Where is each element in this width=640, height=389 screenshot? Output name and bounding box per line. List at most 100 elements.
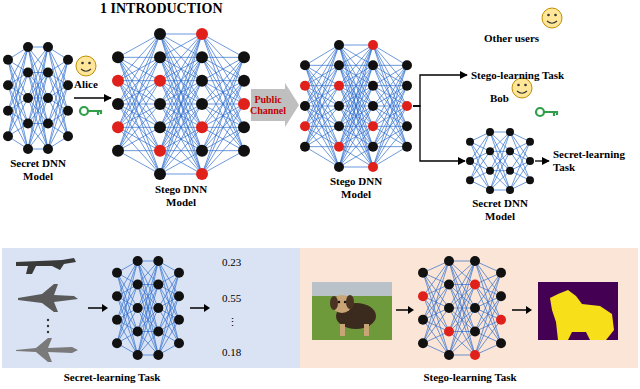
network-link xyxy=(118,34,160,81)
network-neuron xyxy=(133,350,143,360)
network-link xyxy=(305,126,339,146)
network-link xyxy=(305,45,339,147)
network-neuron xyxy=(154,51,166,63)
network-neuron xyxy=(112,315,122,325)
network-link xyxy=(449,261,475,285)
network-link xyxy=(160,81,202,174)
network-neuron xyxy=(112,51,124,63)
network-link xyxy=(202,34,244,151)
network-icon xyxy=(466,128,534,194)
network-link xyxy=(160,34,202,35)
network-neuron xyxy=(153,350,163,360)
network-link xyxy=(305,86,339,147)
network-link xyxy=(202,57,244,104)
network-link xyxy=(305,147,339,167)
network-neuron xyxy=(334,142,344,152)
connector xyxy=(413,106,465,161)
network-link xyxy=(339,45,373,126)
network-neuron xyxy=(174,268,184,278)
network-neuron xyxy=(238,98,250,110)
network-neuron xyxy=(153,280,163,290)
network-link xyxy=(160,34,202,151)
network-link xyxy=(339,45,373,147)
plane-image xyxy=(16,338,78,362)
network-neuron xyxy=(506,147,514,155)
key-icon xyxy=(80,107,102,115)
network-link xyxy=(160,34,202,127)
network-link xyxy=(118,57,160,174)
network-link xyxy=(510,161,530,190)
panel-illustration xyxy=(2,248,300,368)
network-neuron xyxy=(368,40,378,50)
task-panel: Secret-learning Task xyxy=(2,248,300,384)
network-link xyxy=(449,285,475,356)
key-icon xyxy=(536,108,558,116)
network-neuron xyxy=(3,80,13,90)
network-neuron xyxy=(526,176,534,184)
network-link xyxy=(339,86,373,167)
network-neuron xyxy=(112,291,122,301)
network-neuron xyxy=(402,81,412,91)
network-link xyxy=(118,127,160,150)
network-neuron xyxy=(418,315,428,325)
network-neuron xyxy=(444,256,454,266)
network-link xyxy=(305,86,339,167)
network-neuron xyxy=(238,51,250,63)
network-link xyxy=(202,34,244,57)
dnn-model-node: Stego DNN Model xyxy=(300,40,412,201)
network-link xyxy=(475,320,501,355)
task-panel: Stego-learning Task xyxy=(300,248,638,384)
network-link xyxy=(202,57,244,80)
task-label-box: Secret-learning Task xyxy=(550,148,636,174)
network-neuron xyxy=(196,28,208,40)
node-label: Stego-learning Task xyxy=(471,69,633,82)
jet-image xyxy=(18,284,78,312)
network-link xyxy=(28,73,48,150)
network-link xyxy=(118,81,160,151)
flow-arrow xyxy=(190,304,210,312)
segmentation-mask xyxy=(538,282,618,340)
network-neuron xyxy=(418,291,428,301)
network-link xyxy=(305,126,339,146)
network-link xyxy=(160,34,202,151)
network-neuron xyxy=(63,106,73,116)
network-neuron xyxy=(43,93,53,103)
network-link xyxy=(118,127,160,150)
dnn-model-node: Secret DNN Model xyxy=(466,128,534,223)
network-neuron xyxy=(470,327,480,337)
network-neuron xyxy=(334,81,344,91)
network-link xyxy=(339,86,373,167)
network-neuron xyxy=(300,121,310,131)
network-neuron xyxy=(506,128,514,136)
network-icon xyxy=(3,42,73,154)
network-link xyxy=(160,127,202,174)
network-neuron xyxy=(466,138,474,146)
network-link xyxy=(118,34,160,151)
network-neuron xyxy=(368,81,378,91)
network-link xyxy=(118,57,160,150)
network-neuron xyxy=(133,280,143,290)
node-label: Stego-learning Task xyxy=(395,371,545,384)
network-link xyxy=(373,65,407,85)
network-neuron xyxy=(368,101,378,111)
network-neuron xyxy=(154,98,166,110)
network-neuron xyxy=(23,93,33,103)
section-heading: 1 INTRODUCTION xyxy=(100,0,223,17)
panel-ground xyxy=(300,248,638,368)
network-neuron xyxy=(154,145,166,157)
network-link xyxy=(305,106,339,147)
network-neuron xyxy=(154,168,166,180)
node-label: Stego DNN Model xyxy=(146,183,216,209)
network-link xyxy=(202,104,244,174)
network-neuron xyxy=(300,81,310,91)
network-neuron xyxy=(23,42,33,52)
network-link xyxy=(423,308,449,343)
network-neuron xyxy=(368,121,378,131)
network-link xyxy=(202,57,244,127)
network-link xyxy=(305,65,339,146)
network-link xyxy=(48,111,68,149)
network-link xyxy=(373,147,407,167)
output-score: 0.18 xyxy=(222,346,241,359)
network-neuron xyxy=(238,121,250,133)
network-neuron xyxy=(133,256,143,266)
